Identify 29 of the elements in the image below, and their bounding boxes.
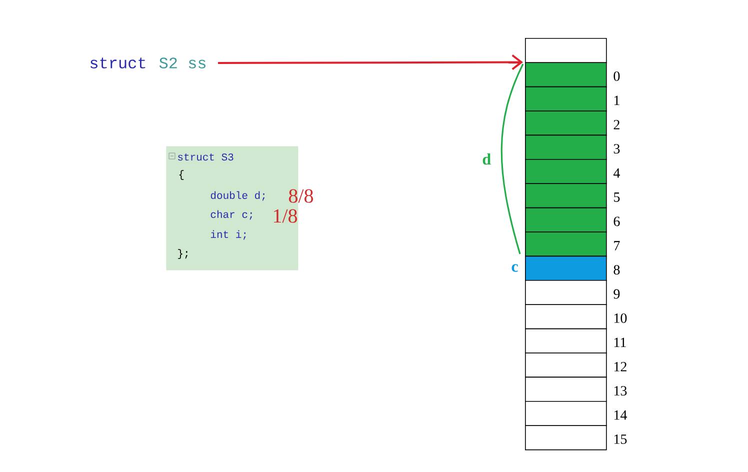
arrow	[218, 54, 523, 70]
cell-index: 4	[613, 168, 620, 178]
annotation-text: 1/8	[274, 209, 297, 223]
cell-index: 7	[614, 241, 620, 250]
cell-index: 11	[614, 338, 626, 348]
cell-index: 15	[614, 434, 627, 444]
cell-index: 10	[614, 313, 627, 323]
code-line: {	[179, 170, 184, 180]
code-line: double d;	[210, 191, 265, 201]
cell-index: 12	[614, 362, 626, 372]
annotation-text: 8/8	[288, 189, 313, 203]
field-label: d	[482, 153, 491, 165]
code-line: };	[178, 249, 188, 259]
cell-index: 13	[614, 386, 627, 396]
cell-index: 1	[614, 96, 620, 106]
cell-index: 9	[614, 289, 620, 299]
code-line: int i;	[210, 230, 246, 240]
code-line: struct S3	[178, 153, 234, 161]
cell-index: 5	[614, 192, 620, 202]
cell-index: 2	[614, 120, 620, 130]
field-label: c	[512, 264, 518, 272]
memory-cell	[525, 38, 607, 63]
code-line: char c;	[210, 210, 252, 220]
cell-index: 0	[614, 71, 620, 81]
cell-index: 3	[614, 144, 620, 154]
cell-index: 14	[614, 410, 627, 420]
declaration-text: struct S2 ss	[90, 58, 206, 68]
cell-index: 8	[614, 265, 620, 275]
cell-index: 6	[614, 216, 620, 226]
